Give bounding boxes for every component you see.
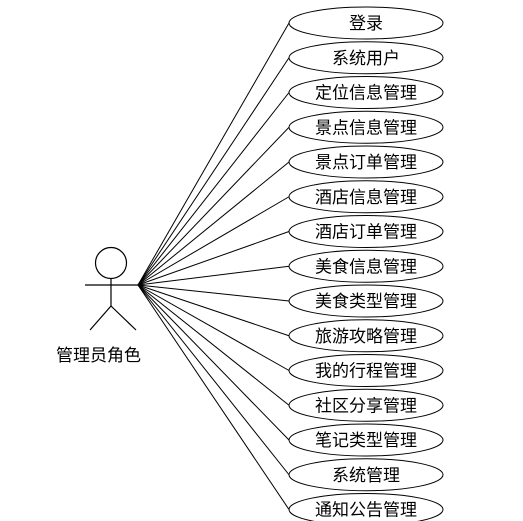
use-case-label: 我的行程管理 (315, 362, 417, 381)
use-case: 景点信息管理 (288, 110, 444, 144)
association-line (137, 284, 290, 510)
use-case-label: 旅游攻略管理 (315, 327, 417, 346)
use-case: 景点订单管理 (288, 145, 444, 179)
use-case-ellipse (288, 493, 444, 521)
use-case-label: 社区分享管理 (315, 396, 417, 415)
use-case-ellipse (288, 423, 444, 457)
use-case-ellipse (288, 388, 444, 422)
use-case-label: 系统管理 (332, 466, 400, 485)
association-line (137, 284, 290, 302)
use-case-label: 登录 (349, 14, 383, 33)
use-case-ellipse (288, 180, 444, 214)
use-case-ellipse (288, 249, 444, 283)
use-case: 酒店订单管理 (288, 215, 444, 248)
use-case: 社区分享管理 (288, 388, 444, 422)
use-case-label: 景点信息管理 (315, 118, 417, 137)
use-case-ellipse (288, 41, 444, 75)
use-case-ellipse (288, 215, 444, 248)
actor-right-leg (110, 305, 137, 331)
association-line (137, 57, 290, 286)
use-case-label: 酒店信息管理 (315, 188, 417, 207)
use-case-ellipse (288, 354, 444, 387)
use-case-ellipse (288, 458, 444, 492)
association-line (137, 284, 290, 337)
association-line (137, 284, 290, 371)
association-line (137, 161, 290, 286)
use-case-ellipse (288, 319, 444, 353)
use-case: 我的行程管理 (288, 354, 444, 387)
use-case: 系统管理 (288, 458, 444, 492)
association-line (137, 284, 290, 441)
use-case: 酒店信息管理 (288, 180, 444, 214)
use-case: 系统用户 (288, 41, 444, 75)
use-case-ellipse (288, 110, 444, 144)
use-case-label: 景点订单管理 (315, 153, 417, 172)
actor-label: 管理员角色 (56, 346, 141, 365)
use-case-list: 登录系统用户定位信息管理景点信息管理景点订单管理酒店信息管理酒店订单管理美食信息… (288, 6, 444, 521)
use-case: 通知公告管理 (288, 493, 444, 521)
use-case-label: 美食类型管理 (315, 292, 417, 311)
use-case-label: 笔记类型管理 (315, 431, 417, 450)
use-case-ellipse (288, 76, 444, 109)
use-case: 旅游攻略管理 (288, 319, 444, 353)
use-case-label: 通知公告管理 (315, 501, 417, 520)
actor-head (94, 246, 128, 280)
use-case-label: 酒店订单管理 (315, 223, 417, 242)
association-lines (137, 22, 290, 510)
use-case: 登录 (288, 6, 444, 40)
association-line (137, 22, 290, 286)
actor-left-leg (89, 305, 112, 331)
association-line (137, 92, 290, 286)
association-line (137, 284, 290, 476)
association-line (137, 265, 290, 286)
association-line (137, 126, 290, 286)
association-line (137, 231, 290, 286)
use-case: 美食类型管理 (288, 284, 444, 318)
association-line (137, 196, 290, 286)
use-case: 笔记类型管理 (288, 423, 444, 457)
use-case-label: 定位信息管理 (315, 84, 417, 103)
stick-figure-actor-icon (85, 246, 138, 331)
use-case-ellipse (288, 6, 444, 40)
use-case-ellipse (288, 145, 444, 179)
use-case: 美食信息管理 (288, 249, 444, 283)
use-case-ellipse (288, 284, 444, 318)
use-case: 定位信息管理 (288, 76, 444, 109)
use-case-label: 美食信息管理 (315, 257, 417, 276)
use-case-label: 系统用户 (332, 49, 400, 68)
association-line (137, 284, 290, 406)
